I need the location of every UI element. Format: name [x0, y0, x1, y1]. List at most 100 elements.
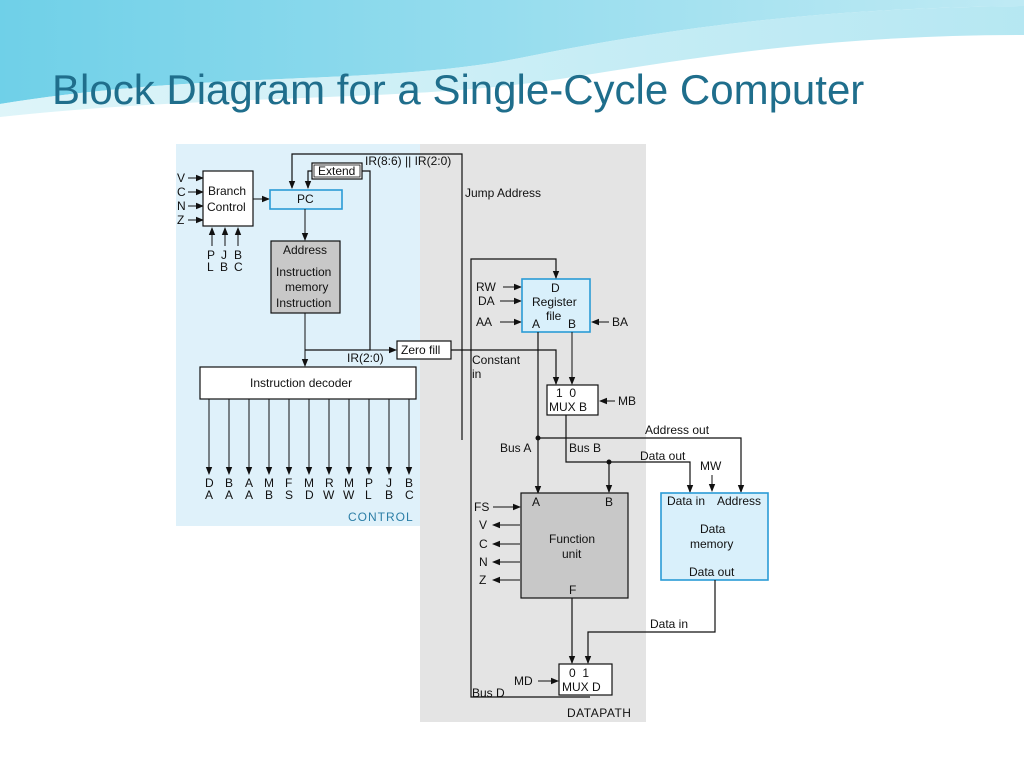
pc-block: PC — [269, 189, 343, 210]
out-fs-2: S — [285, 488, 293, 502]
branch-control-line1: Branch — [208, 184, 246, 198]
data-memory-name1: Data — [700, 522, 726, 536]
branch-input-pl-2: L — [207, 260, 214, 274]
data-memory-block: Data in Address Data memory Data out — [660, 492, 769, 581]
bus-d-wire — [470, 258, 590, 698]
bus-a-junction — [535, 435, 541, 441]
extend-label: Extend — [318, 164, 355, 178]
mux-b-block: 1 0 MUX B — [546, 384, 599, 416]
data-memory-data-out: Data out — [689, 565, 735, 579]
da-label: DA — [478, 294, 495, 308]
mux-d-name: MUX D — [562, 680, 601, 694]
status-n: N — [177, 199, 186, 213]
out-da-1: D — [205, 476, 214, 490]
out-bc-2: C — [405, 488, 414, 502]
constant-in-line1: Constant — [472, 353, 521, 367]
out-rw-1: R — [325, 476, 334, 490]
register-file-name2: file — [546, 309, 562, 323]
out-pl-2: L — [365, 488, 372, 502]
zero-fill-label: Zero fill — [401, 343, 440, 357]
fu-status-v: V — [479, 518, 487, 532]
register-file-a: A — [532, 317, 540, 331]
fs-label: FS — [474, 500, 489, 514]
out-bc-1: B — [405, 476, 413, 490]
decoder-outputs: D A B A A A M B F S M D R W M W P L J B … — [205, 399, 414, 502]
memory-data-out-wire — [584, 580, 716, 664]
mb-label: MB — [618, 394, 636, 408]
register-file-b: B — [568, 317, 576, 331]
out-mb-2: B — [265, 488, 273, 502]
aa-label: AA — [476, 315, 492, 329]
out-rw-2: W — [323, 488, 335, 502]
slide-title: Block Diagram for a Single-Cycle Compute… — [52, 66, 865, 113]
data-memory-name2: memory — [690, 537, 733, 551]
status-z: Z — [177, 213, 184, 227]
mux-d-block: 0 1 MUX D — [558, 663, 613, 696]
im-memory: memory — [285, 280, 328, 294]
out-md-1: M — [304, 476, 314, 490]
function-unit-b: B — [605, 495, 613, 509]
zero-fill-block: Zero fill — [396, 340, 452, 360]
register-file-d: D — [551, 281, 560, 295]
instruction-decoder-label: Instruction decoder — [250, 376, 352, 390]
function-unit-block: A B Function unit F — [520, 492, 629, 599]
branch-input-jb-2: B — [220, 260, 228, 274]
out-fs-1: F — [285, 476, 292, 490]
register-file-name1: Register — [532, 295, 577, 309]
jump-address-label: Jump Address — [465, 186, 541, 200]
fu-status-c: C — [479, 537, 488, 551]
instruction-decoder-block: Instruction decoder — [199, 366, 417, 400]
out-ba-2: A — [225, 488, 233, 502]
mux-b-inputs: 1 0 — [556, 386, 576, 400]
branch-inputs: P L J B B C — [207, 227, 243, 274]
pc-feedback-wires — [288, 153, 463, 440]
out-mw-2: W — [343, 488, 355, 502]
datapath-region — [420, 144, 646, 722]
status-inputs: V C N Z — [177, 171, 204, 227]
constant-in-wire — [451, 349, 560, 385]
function-unit-name1: Function — [549, 532, 595, 546]
extend-block: Extend — [311, 162, 363, 180]
rw-label: RW — [476, 280, 496, 294]
constant-in-line2: in — [472, 367, 481, 381]
out-jb-2: B — [385, 488, 393, 502]
register-file-block: D Register file A B — [521, 278, 591, 333]
branch-input-bc-2: C — [234, 260, 243, 274]
data-out-to-mem-label: Data out — [640, 449, 686, 463]
address-out-wire — [538, 437, 745, 493]
im-instruction-out: Instruction — [276, 296, 331, 310]
branch-input-jb-1: J — [221, 248, 227, 262]
data-memory-data-in: Data in — [667, 494, 705, 508]
function-unit-name2: unit — [562, 547, 582, 561]
function-unit-io: FS V C N Z — [474, 500, 521, 587]
out-da-2: A — [205, 488, 213, 502]
bus-b-label: Bus B — [569, 441, 601, 455]
out-pl-1: P — [365, 476, 373, 490]
status-c: C — [177, 185, 186, 199]
im-address: Address — [283, 243, 327, 257]
mux-d-inputs: 0 1 — [569, 666, 589, 680]
ir-concat-label: IR(8:6) || IR(2:0) — [365, 154, 451, 168]
mux-b-name: MUX B — [549, 400, 587, 414]
branch-input-pl-1: P — [207, 248, 215, 262]
data-out-wire — [609, 461, 694, 493]
bus-b-wire — [565, 415, 613, 493]
fu-status-z: Z — [479, 573, 486, 587]
out-ba-1: B — [225, 476, 233, 490]
address-out-label: Address out — [645, 423, 710, 437]
bus-a-label: Bus A — [500, 441, 531, 455]
bus-d-label: Bus D — [472, 686, 505, 700]
datapath-label: DATAPATH — [567, 706, 631, 720]
control-label: CONTROL — [348, 510, 414, 524]
im-instruction: Instruction — [276, 265, 331, 279]
out-aa-2: A — [245, 488, 253, 502]
register-inputs: RW DA AA B A — [476, 280, 628, 329]
branch-input-bc-1: B — [234, 248, 242, 262]
data-memory-address: Address — [717, 494, 761, 508]
function-unit-a: A — [532, 495, 540, 509]
out-md-2: D — [305, 488, 314, 502]
mw-label: MW — [700, 459, 722, 473]
bus-b-junction — [606, 459, 612, 465]
